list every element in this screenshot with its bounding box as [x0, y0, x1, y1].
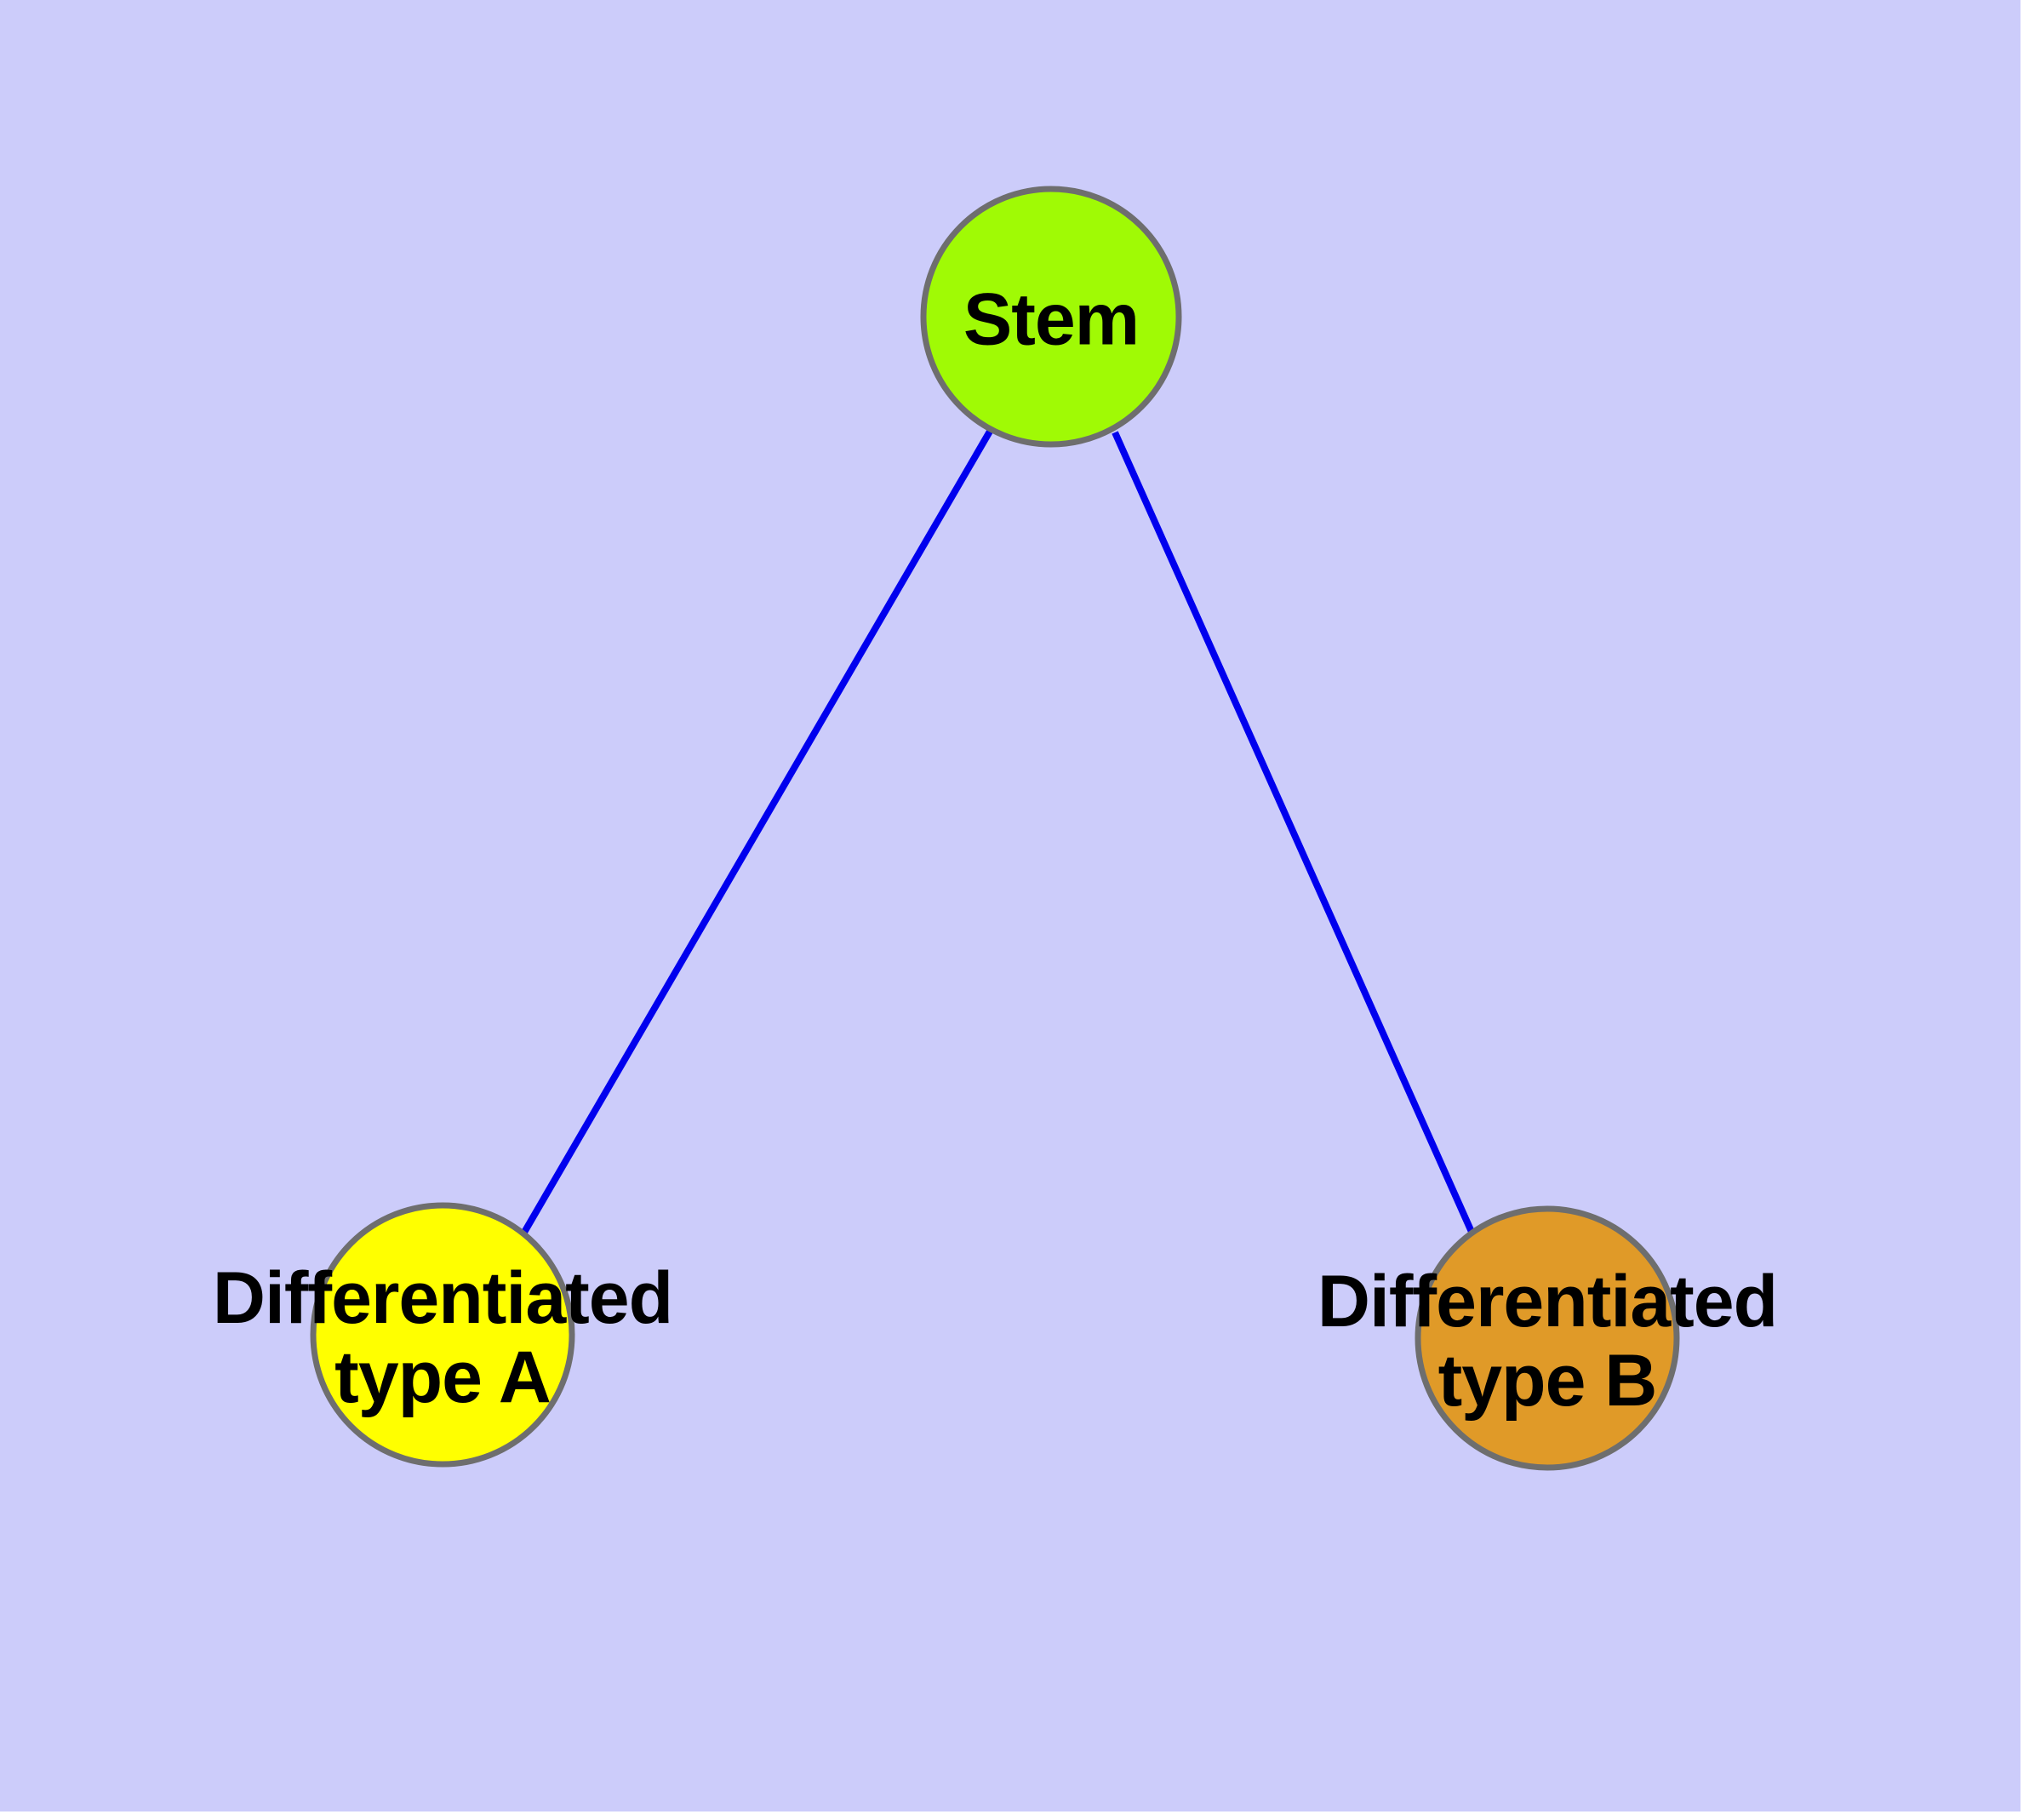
node-differentiated-type-a[interactable]	[310, 1202, 575, 1468]
node-differentiated-type-b[interactable]	[1415, 1205, 1680, 1471]
node-layer	[310, 186, 1680, 1471]
edge-stem-to-diff-a[interactable]	[519, 427, 994, 1238]
node-stem[interactable]	[920, 186, 1182, 448]
edge-stem-to-diff-b[interactable]	[1112, 431, 1475, 1233]
edge-layer	[519, 427, 1475, 1238]
